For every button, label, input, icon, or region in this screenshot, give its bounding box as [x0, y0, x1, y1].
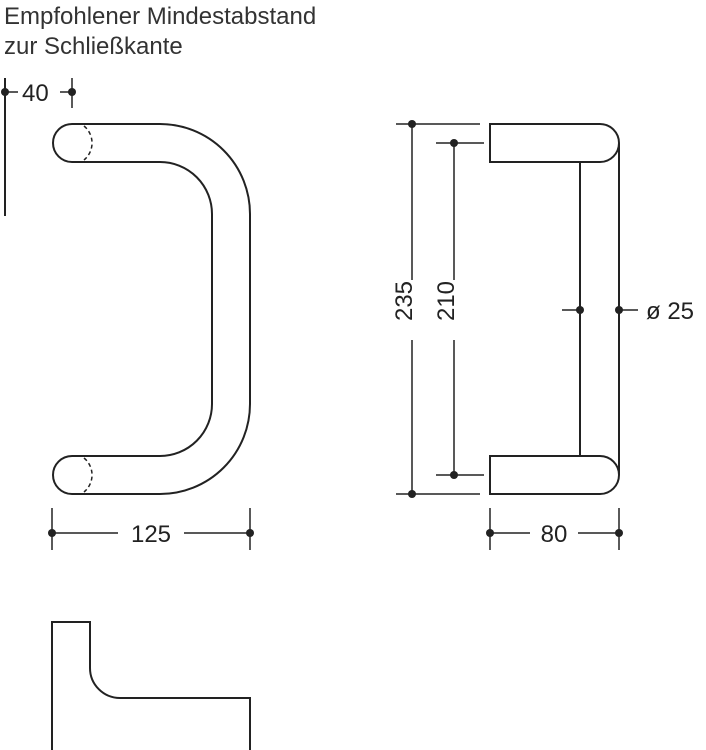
- depth-value: 80: [541, 521, 568, 548]
- outer-height-dimension: 235: [391, 120, 480, 498]
- width-value: 125: [131, 521, 171, 548]
- dimension-dot: [1, 88, 9, 96]
- handle-front-view: [52, 123, 251, 495]
- inner-height-value: 210: [433, 281, 460, 321]
- dimension-dot: [68, 88, 76, 96]
- hidden-edge-bottom: [83, 457, 93, 493]
- side-bottom-leg: [489, 455, 620, 495]
- handle-outline: [52, 123, 251, 495]
- outer-height-value: 235: [391, 281, 418, 321]
- side-top-leg: [489, 123, 620, 163]
- handle-side-view: [489, 123, 620, 495]
- diameter-dimension: ø 25: [562, 298, 694, 325]
- note-line-2: zur Schließkante: [4, 33, 183, 60]
- handle-top-view: [51, 621, 251, 750]
- min-distance-value: 40: [22, 80, 49, 107]
- diameter-value: ø 25: [646, 298, 694, 325]
- top-view-outline: [51, 621, 251, 750]
- note-line-1: Empfohlener Mindestabstand: [4, 3, 316, 30]
- depth-dimension: 80: [486, 508, 623, 550]
- hidden-edge-top: [83, 125, 93, 161]
- inner-height-dimension: 210: [433, 139, 484, 479]
- min-distance-dimension: 40: [1, 78, 76, 216]
- width-dimension: 125: [48, 508, 254, 550]
